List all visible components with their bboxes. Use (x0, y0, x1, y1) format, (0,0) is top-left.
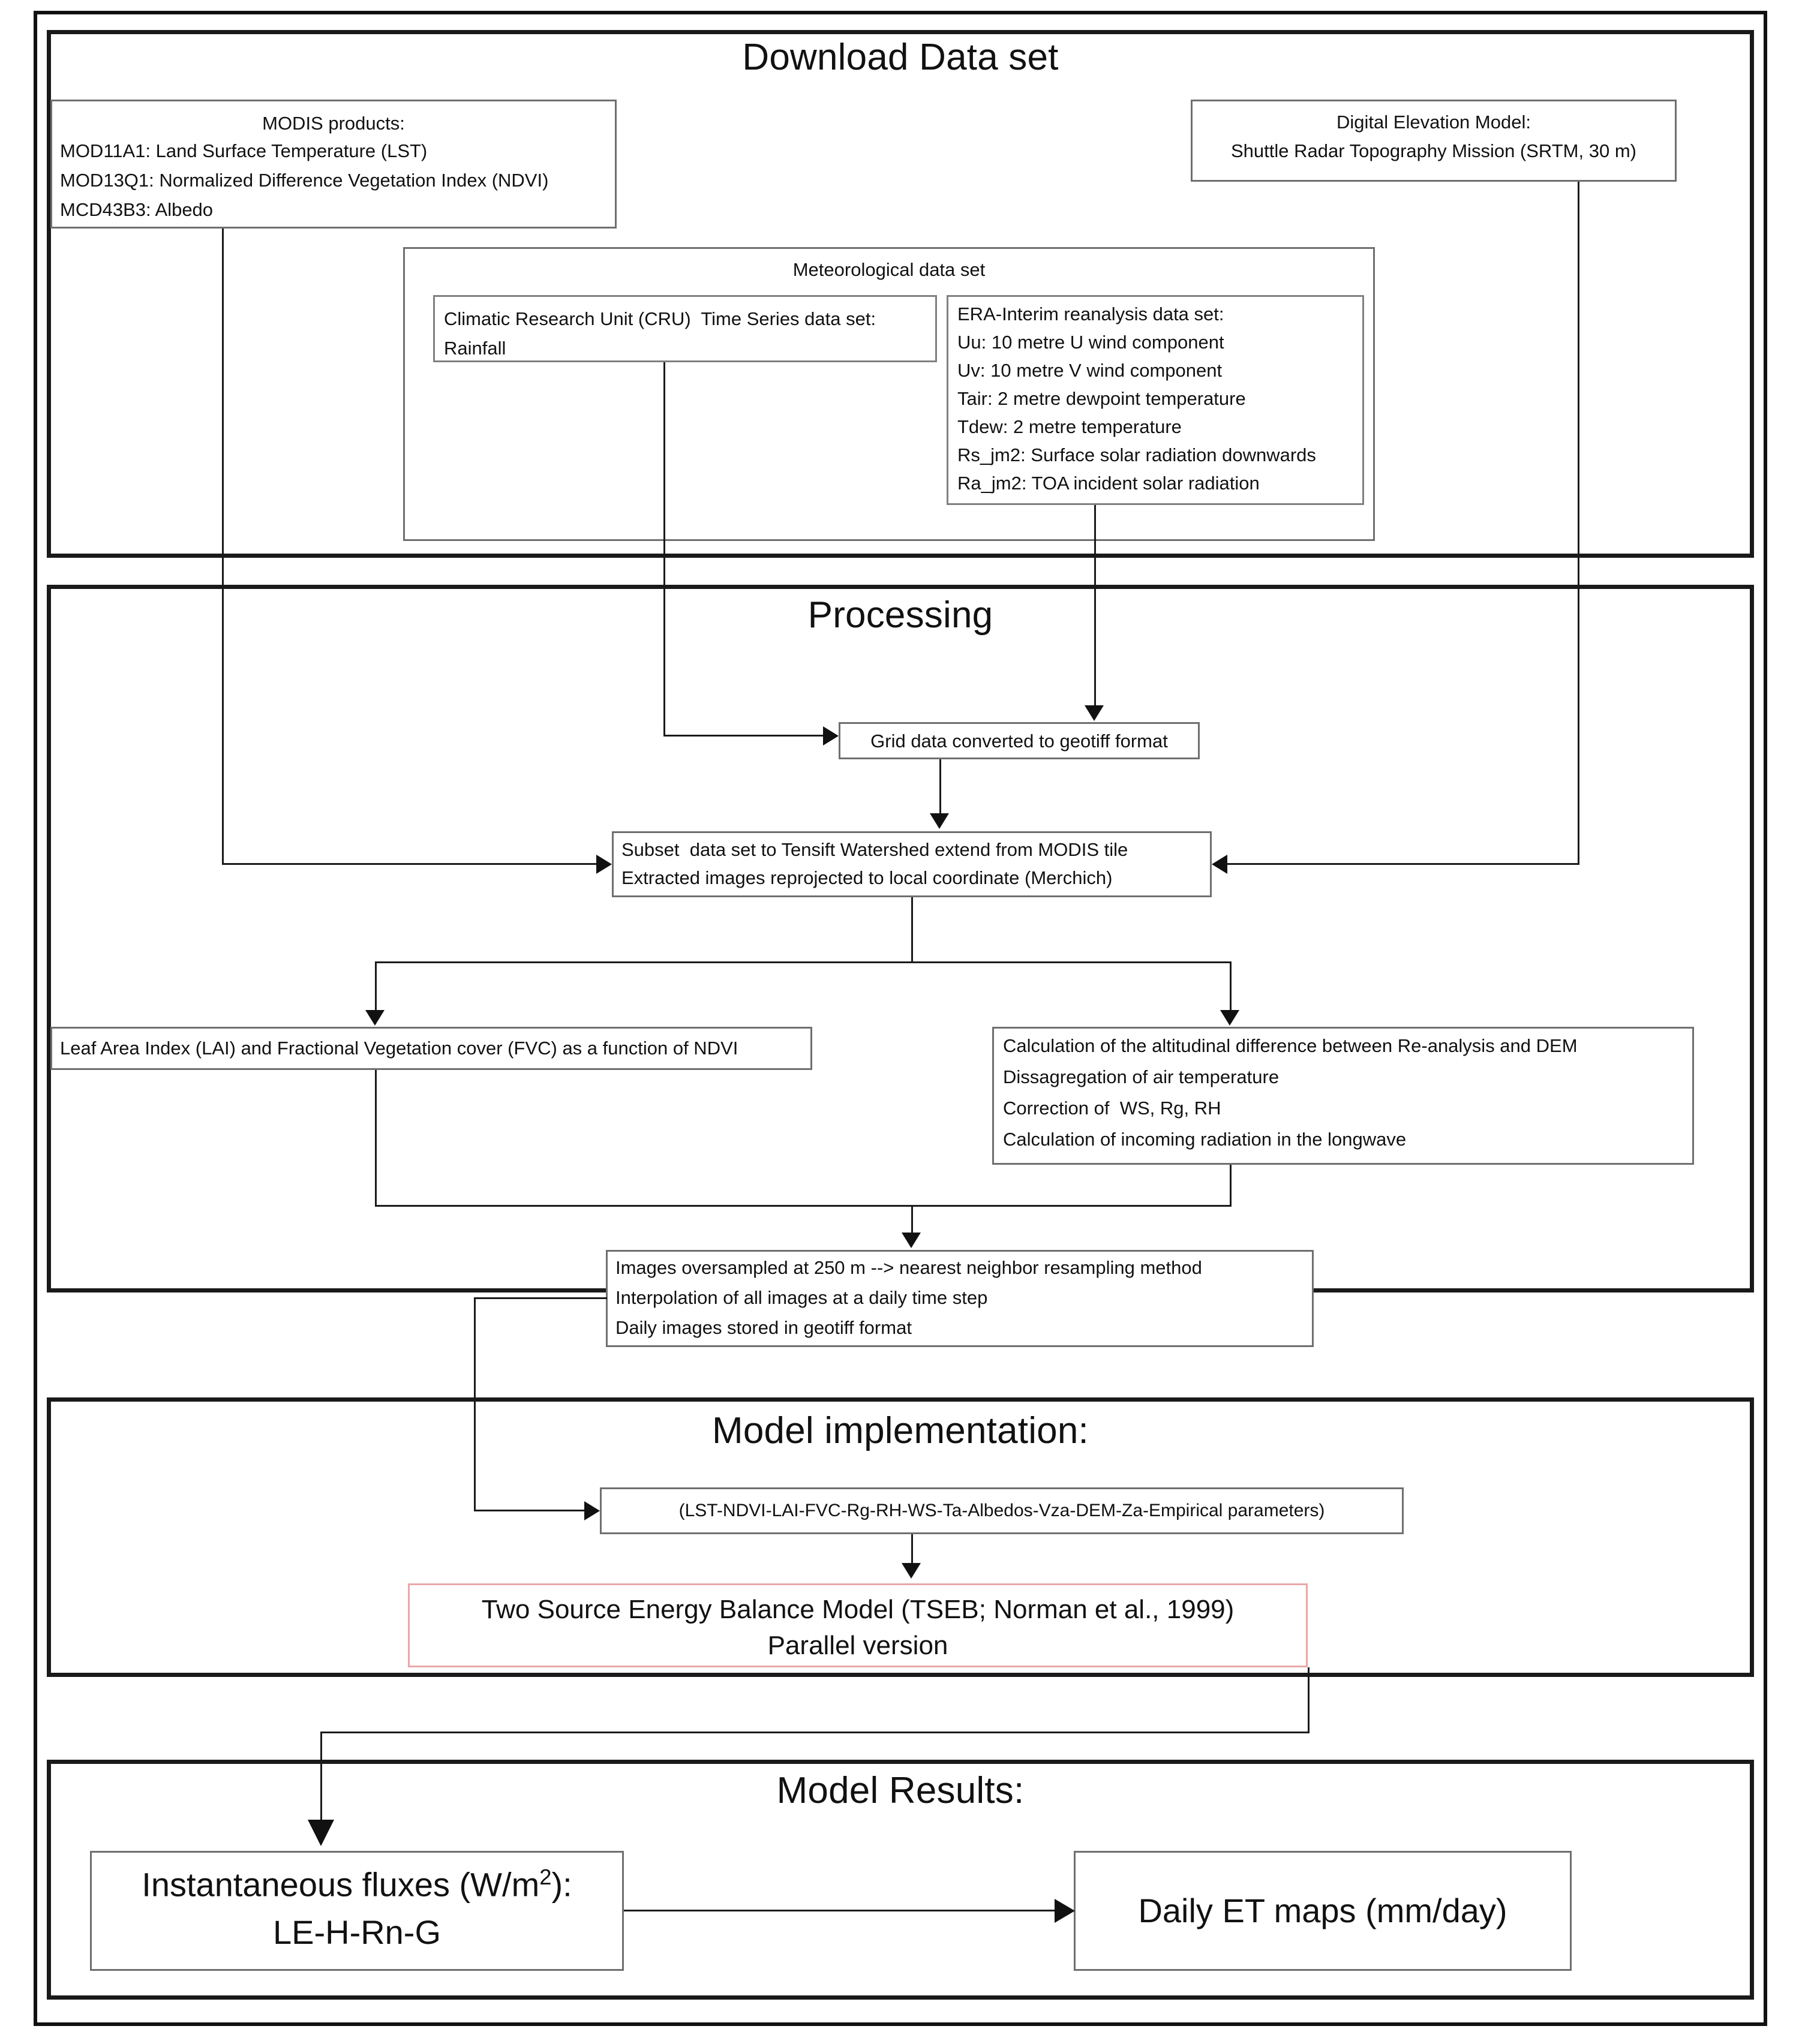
section-download-data-set (47, 30, 1754, 558)
grid-data-box (839, 722, 1200, 759)
connector-cru-horizontal (663, 735, 823, 737)
arrowhead-tseb-to-fluxes (308, 1820, 334, 1846)
connector-dem-horizontal (1227, 863, 1579, 865)
modis-line-albedo: MCD43B3: Albedo (60, 199, 214, 220)
section-processing (47, 585, 1754, 1292)
connector-modis-vertical (222, 229, 224, 864)
daily-et-maps-box (1074, 1851, 1572, 1971)
connector-merge-to-oversample (911, 1205, 913, 1234)
arrowhead-cru-to-grid (823, 726, 839, 746)
altitudinal-line3: Correction of WS, Rg, RH (1003, 1098, 1221, 1119)
altitudinal-corrections-box (992, 1027, 1694, 1165)
section-title-model-results: Model Results: (776, 1770, 1025, 1811)
subset-line2: Extracted images reprojected to local co… (621, 867, 1113, 888)
tseb-line1: Two Source Energy Balance Model (TSEB; N… (481, 1595, 1235, 1624)
connector-merge-bus (375, 1205, 1232, 1207)
altitudinal-line2: Dissagregation of air temperature (1003, 1066, 1280, 1087)
tseb-line2: Parallel version (767, 1631, 948, 1660)
arrowhead-params-to-tseb (902, 1563, 921, 1579)
section-model-implementation (47, 1397, 1754, 1677)
modis-products-box (50, 100, 617, 229)
grid-data-label: Grid data converted to geotiff format (870, 731, 1168, 752)
arrowhead-fluxes-to-et (1055, 1899, 1075, 1923)
arrowhead-oversample-to-params (584, 1501, 600, 1520)
connector-subset-down (911, 897, 913, 963)
connector-params-to-tseb (911, 1534, 913, 1564)
section-title-download: Download Data set (742, 37, 1059, 78)
era-uu: Uu: 10 metre U wind component (957, 332, 1224, 353)
page-frame (34, 11, 1767, 2026)
cru-title: Climatic Research Unit (CRU) Time Series… (444, 308, 876, 329)
era-ra: Ra_jm2: TOA incident solar radiation (957, 473, 1260, 494)
instantaneous-fluxes-line2: LE-H-Rn-G (272, 1913, 442, 1951)
fluxes-pre: Instantaneous fluxes (W/m (142, 1865, 540, 1904)
connector-altitudinal-down (1230, 1165, 1232, 1207)
connector-bus-to-lai (375, 961, 377, 1011)
modis-products-title: MODIS products: (262, 113, 405, 134)
dem-srtm: Shuttle Radar Topography Mission (SRTM, … (1231, 140, 1636, 161)
altitudinal-line1: Calculation of the altitudinal differenc… (1003, 1035, 1578, 1056)
meteorological-data-set-title: Meteorological data set (792, 259, 986, 280)
lai-fvc-label: Leaf Area Index (LAI) and Fractional Veg… (60, 1038, 738, 1059)
cru-rainfall: Rainfall (444, 338, 506, 359)
fluxes-exponent: 2 (539, 1865, 552, 1889)
arrowhead-era-to-grid (1085, 705, 1104, 721)
connector-lai-down (375, 1070, 377, 1207)
oversample-line2: Interpolation of all images at a daily t… (615, 1287, 988, 1308)
lai-fvc-box (50, 1027, 812, 1070)
connector-era-vertical (1094, 505, 1096, 705)
oversample-box (606, 1250, 1314, 1347)
connector-grid-to-subset-vertical (939, 759, 941, 814)
cru-box (433, 295, 937, 362)
parameters-box (600, 1487, 1404, 1534)
dem-box (1191, 100, 1677, 182)
connector-bus-to-altitudinal (1230, 961, 1232, 1011)
connector-tseb-down-to-fluxes (320, 1732, 322, 1821)
era-tdew: Tdew: 2 metre temperature (957, 416, 1182, 437)
era-title: ERA-Interim reanalysis data set: (957, 303, 1224, 324)
connector-oversample-left-stub (474, 1297, 607, 1299)
dem-title: Digital Elevation Model: (1337, 112, 1531, 133)
era-tair: Tair: 2 metre dewpoint temperature (957, 388, 1246, 409)
oversample-line1: Images oversampled at 250 m --> nearest … (615, 1257, 1202, 1278)
connector-modis-horizontal (222, 863, 596, 865)
modis-line-lst: MOD11A1: Land Surface Temperature (LST) (60, 140, 428, 161)
instantaneous-fluxes-line1: Instantaneous fluxes (W/m2): (90, 1863, 624, 1907)
subset-line1: Subset data set to Tensift Watershed ext… (621, 839, 1128, 860)
oversample-line3: Daily images stored in geotiff format (615, 1317, 912, 1338)
connector-cru-vertical (663, 362, 665, 736)
arrowhead-bus-to-altitudinal (1220, 1010, 1239, 1026)
connector-oversample-to-params (474, 1510, 584, 1511)
tseb-model-box (408, 1583, 1308, 1667)
section-model-results (47, 1760, 1754, 2000)
era-interim-box (947, 295, 1364, 505)
era-rs: Rs_jm2: Surface solar radiation downward… (957, 444, 1316, 465)
connector-tseb-to-left (320, 1732, 1310, 1733)
section-title-processing: Processing (807, 594, 993, 636)
connector-dem-vertical (1578, 182, 1579, 864)
arrowhead-dem-to-subset (1212, 855, 1227, 874)
connector-tseb-right-down (1308, 1667, 1310, 1733)
connector-fluxes-to-et (624, 1910, 1058, 1911)
fluxes-post: ): (551, 1865, 572, 1904)
arrowhead-grid-to-subset (930, 813, 949, 829)
arrowhead-merge-to-oversample (902, 1233, 921, 1248)
arrowhead-modis-to-subset (596, 855, 612, 874)
section-title-model-implementation: Model implementation: (712, 1410, 1089, 1451)
daily-et-maps-label: Daily ET maps (mm/day) (1138, 1892, 1507, 1929)
instantaneous-fluxes-box (90, 1851, 624, 1971)
era-uv: Uv: 10 metre V wind component (957, 360, 1223, 381)
modis-line-ndvi: MOD13Q1: Normalized Difference Vegetatio… (60, 170, 549, 191)
parameters-label: (LST-NDVI-LAI-FVC-Rg-RH-WS-Ta-Albedos-Vz… (678, 1501, 1325, 1520)
connector-subset-bus (375, 961, 1232, 963)
altitudinal-line4: Calculation of incoming radiation in the… (1003, 1129, 1407, 1150)
connector-oversample-vertical (474, 1297, 476, 1511)
subset-box (612, 831, 1212, 897)
arrowhead-bus-to-lai (365, 1010, 385, 1026)
